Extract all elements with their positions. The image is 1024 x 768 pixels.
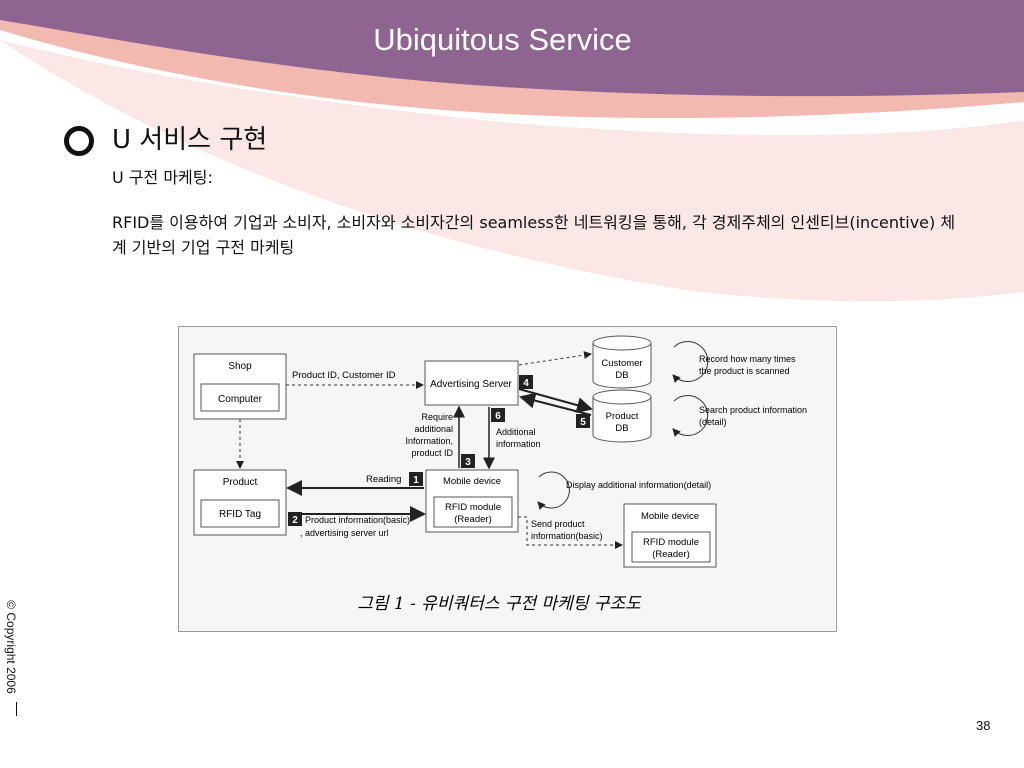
- architecture-figure: Shop Computer Product RFID Tag Advertisi…: [178, 326, 837, 632]
- productdb-server-arrow: [519, 392, 592, 416]
- search-loop-icon: [672, 395, 709, 437]
- rfid-module-2-label-1: RFID module: [643, 537, 699, 548]
- record-loop-icon: [672, 341, 709, 383]
- send-label-1: Send product: [531, 519, 585, 529]
- customer-db-icon: [592, 335, 652, 389]
- mobile-device-2-label: Mobile device: [641, 511, 699, 522]
- subheading: U 구전 마케팅:: [112, 168, 213, 187]
- shop-label: Shop: [228, 361, 252, 372]
- slide-title: Ubiquitous Service: [373, 22, 632, 57]
- section-heading: U 서비스 구현: [112, 125, 268, 155]
- step-1-badge: [409, 472, 423, 486]
- step-5-badge: [576, 414, 590, 428]
- additional-label-2: information: [496, 439, 541, 449]
- step-1-label: 1: [413, 475, 419, 486]
- require-label-1: Require: [421, 412, 453, 422]
- require-label-3: Information,: [405, 436, 453, 446]
- page-number: 38: [976, 718, 991, 733]
- rfid-module-1-box: [433, 496, 513, 528]
- rfid-tag-box: [200, 499, 280, 528]
- purple-banner: [0, 0, 1024, 97]
- computer-box: [200, 383, 280, 412]
- product-info-label-2: , advertising server url: [300, 528, 389, 538]
- copyright-divider: [16, 702, 17, 716]
- architecture-diagram: Shop Computer Product RFID Tag Advertisi…: [193, 335, 807, 614]
- rfid-module-1-label-2: (Reader): [454, 514, 492, 525]
- step-2-badge: [288, 512, 302, 526]
- rfid-module-2-box: [631, 531, 711, 563]
- rfid-module-1-label-1: RFID module: [445, 502, 501, 513]
- step-5-label: 5: [580, 417, 586, 428]
- search-label-2: (detail): [699, 417, 727, 427]
- rfid-module-2-label-2: (Reader): [652, 549, 690, 560]
- product-info-label-1: Product information(basic): [305, 515, 410, 525]
- product-label: Product: [223, 477, 258, 488]
- step-3-badge: [461, 454, 475, 468]
- product-customer-id-label: Product ID, Customer ID: [292, 370, 396, 381]
- copyright-text: © Copyright 2006: [3, 600, 18, 694]
- additional-label-1: Additional: [496, 427, 536, 437]
- advertising-server-label: Advertising Server: [430, 379, 512, 390]
- record-label-2: the product is scanned: [699, 366, 790, 376]
- step-6-badge: [491, 408, 505, 422]
- computer-label: Computer: [218, 394, 263, 405]
- mobile-device-1-label: Mobile device: [443, 476, 501, 487]
- send-label-2: information(basic): [531, 531, 603, 541]
- step-6-label: 6: [495, 411, 501, 422]
- step-3-label: 3: [465, 457, 471, 468]
- figure-caption: 그림 1 - 유비쿼터스 구전 마케팅 구조도: [357, 594, 642, 614]
- reading-label: Reading: [366, 474, 401, 485]
- product-db-label-1: Product: [606, 411, 639, 422]
- record-label-1: Record how many times: [699, 354, 796, 364]
- body-text: RFID를 이용하여 기업과 소비자, 소비자와 소비자간의 seamless한…: [112, 213, 956, 257]
- step-2-label: 2: [292, 515, 298, 526]
- send-arrow: [518, 516, 623, 549]
- customer-db-label-1: Customer: [601, 358, 642, 369]
- advertising-server-box: [424, 360, 519, 406]
- customer-db-label-2: DB: [615, 370, 628, 381]
- display-loop-icon: [537, 471, 570, 510]
- require-label-4: product ID: [411, 448, 453, 458]
- product-db-label-2: DB: [615, 423, 628, 434]
- require-label-2: additional: [414, 424, 453, 434]
- server-customerdb-arrow: [518, 351, 592, 366]
- server-productdb-arrow: [518, 388, 593, 413]
- search-label-1: Search product information: [699, 405, 807, 415]
- light-swoosh: [0, 40, 1024, 302]
- bullet-circle-icon: [64, 126, 94, 156]
- display-label: Display additional information(detail): [566, 480, 711, 490]
- rfid-tag-label: RFID Tag: [219, 509, 261, 520]
- product-db-icon: [592, 389, 652, 443]
- step-4-label: 4: [523, 378, 529, 389]
- step-4-badge: [519, 375, 533, 389]
